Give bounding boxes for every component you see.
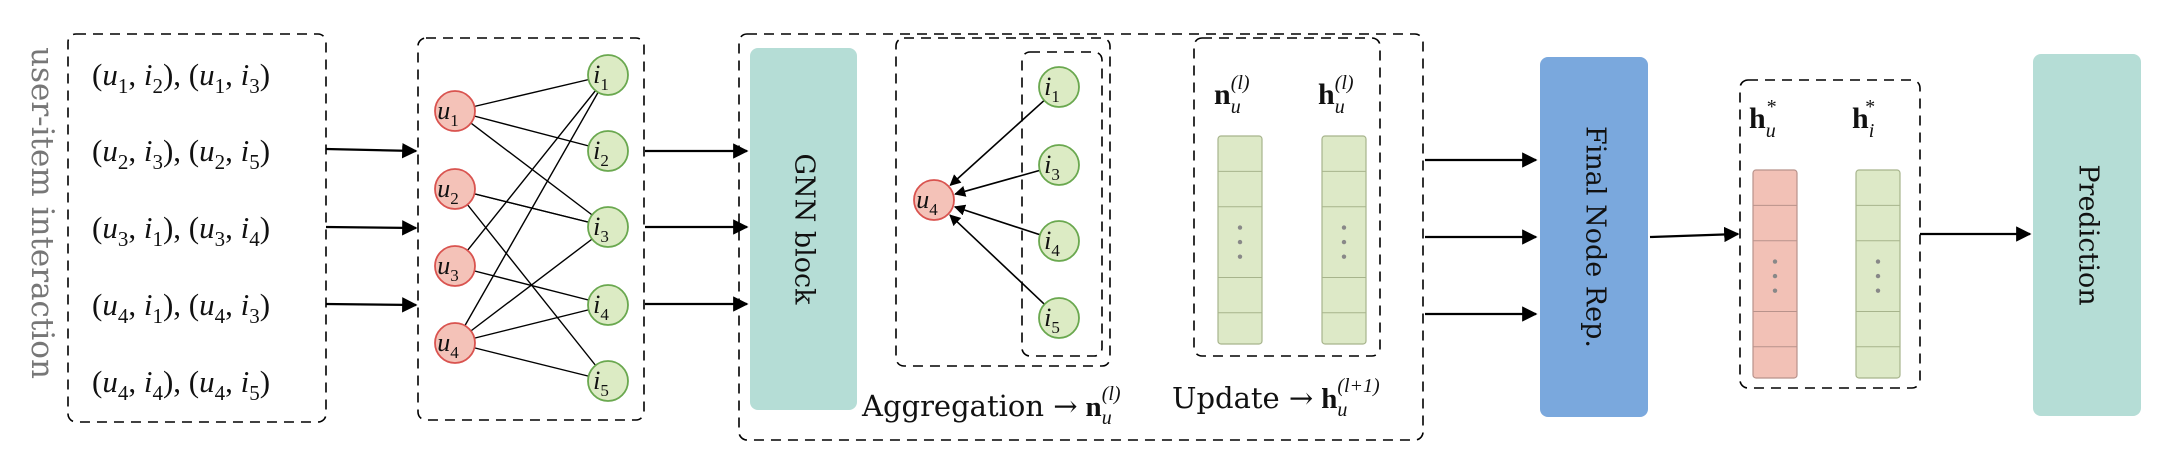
aggregation-box [895,37,1111,367]
item-node: i2 [587,130,629,172]
svg-text:i4: i4 [593,290,609,324]
update-vector [1321,135,1367,345]
prediction-label: Prediction [2073,164,2104,305]
graph-to-gnn-arrows [645,143,749,312]
update-vector [1217,135,1263,345]
svg-text:u2: u2 [437,174,459,208]
final-vector [1855,169,1901,379]
aggregation-edge [953,204,1041,236]
svg-text:i1: i1 [1044,72,1060,106]
graph-edge [454,110,609,228]
aggregation-caption: Aggregation →nu(l) [861,383,1121,429]
svg-text:u3: u3 [437,251,459,285]
final-embeddings-box [1739,79,1921,389]
interaction-row: (u3, i1), (u3, i4) [92,210,270,251]
graph-edge [454,342,609,382]
bipartite-graph-box [417,37,645,421]
item-node: i1 [587,54,629,96]
vector-label: hu(l) [1318,72,1354,118]
interaction-list: (u1, i2), (u1, i3) (u2, i3), (u2, i5) (u3,… [92,57,270,405]
aggregation-edge [949,214,1046,305]
svg-text:i5: i5 [1044,303,1060,337]
final-node-rep-label: Final Node Rep. [1580,126,1611,348]
aggregation-graph: i1 i3 i4 i5 u4 [913,66,1080,339]
interaction-row: (u1, i2), (u1, i3) [92,57,270,98]
update-vectors: nu(l) hu(l) [1214,72,1367,345]
svg-text:u4: u4 [916,185,938,219]
svg-text:i4: i4 [1044,226,1060,260]
update-box [1193,37,1381,357]
svg-text:i1: i1 [593,60,609,94]
svg-text:i5: i5 [593,366,609,400]
update-caption: Update →hu(l+1) [1172,375,1380,421]
gnn-block-label: GNN block [789,153,820,305]
item-node: i4 [587,284,629,326]
neighbor-item-node: i5 [1038,297,1080,339]
gnn-block [750,48,857,410]
user-node: u1 [434,90,476,132]
vector-label: hi* [1852,96,1874,142]
interaction-row: (u2, i3), (u2, i5) [92,133,270,174]
svg-text:u1: u1 [437,96,459,130]
prediction-block [2033,54,2141,416]
interaction-row: (u4, i4), (u4, i5) [92,364,270,405]
user-node: u4 [434,322,476,364]
vector-label: hu* [1749,96,1776,142]
final-to-embeddings-arrow [1649,226,1740,243]
aggregation-edge [954,169,1040,197]
final-vectors: hu* hi* [1749,96,1901,379]
user-node: u3 [434,245,476,287]
graph-edge [454,188,609,228]
neighbor-item-node: i4 [1038,220,1080,262]
svg-text:i3: i3 [593,212,609,246]
graph-edge [454,74,609,267]
svg-text:u4: u4 [437,328,459,362]
neighbor-item-node: i3 [1038,144,1080,186]
graph-edge [454,304,609,344]
neighbor-item-node: i1 [1038,66,1080,108]
vector-label: nu(l) [1214,72,1250,118]
svg-text:i3: i3 [1044,150,1060,184]
graph-edge [454,110,609,152]
graph-edge [454,74,609,112]
bipartite-nodes: u1 u2 u3 u4 i1 i2 i3 i4 i5 [434,54,629,402]
neighbor-items-box [1021,51,1103,357]
interaction-row: (u4, i1), (u4, i3) [92,287,270,328]
graph-edge [454,226,609,344]
bipartite-edges [454,74,609,382]
final-node-rep-block [1540,57,1648,417]
gnn-to-final-arrows [1425,152,1538,322]
target-user-node: u4 [913,179,955,221]
side-label: user-item interaction [24,47,60,379]
item-node: i3 [587,206,629,248]
list-to-graph-arrows [325,142,418,313]
graph-edge [454,74,609,344]
user-node: u2 [434,168,476,210]
aggregation-edge [949,99,1045,186]
svg-text:i2: i2 [593,136,609,170]
item-node: i5 [587,360,629,402]
gnn-stage-box [738,33,1424,441]
interaction-list-box [67,33,327,423]
final-vector [1752,169,1798,379]
